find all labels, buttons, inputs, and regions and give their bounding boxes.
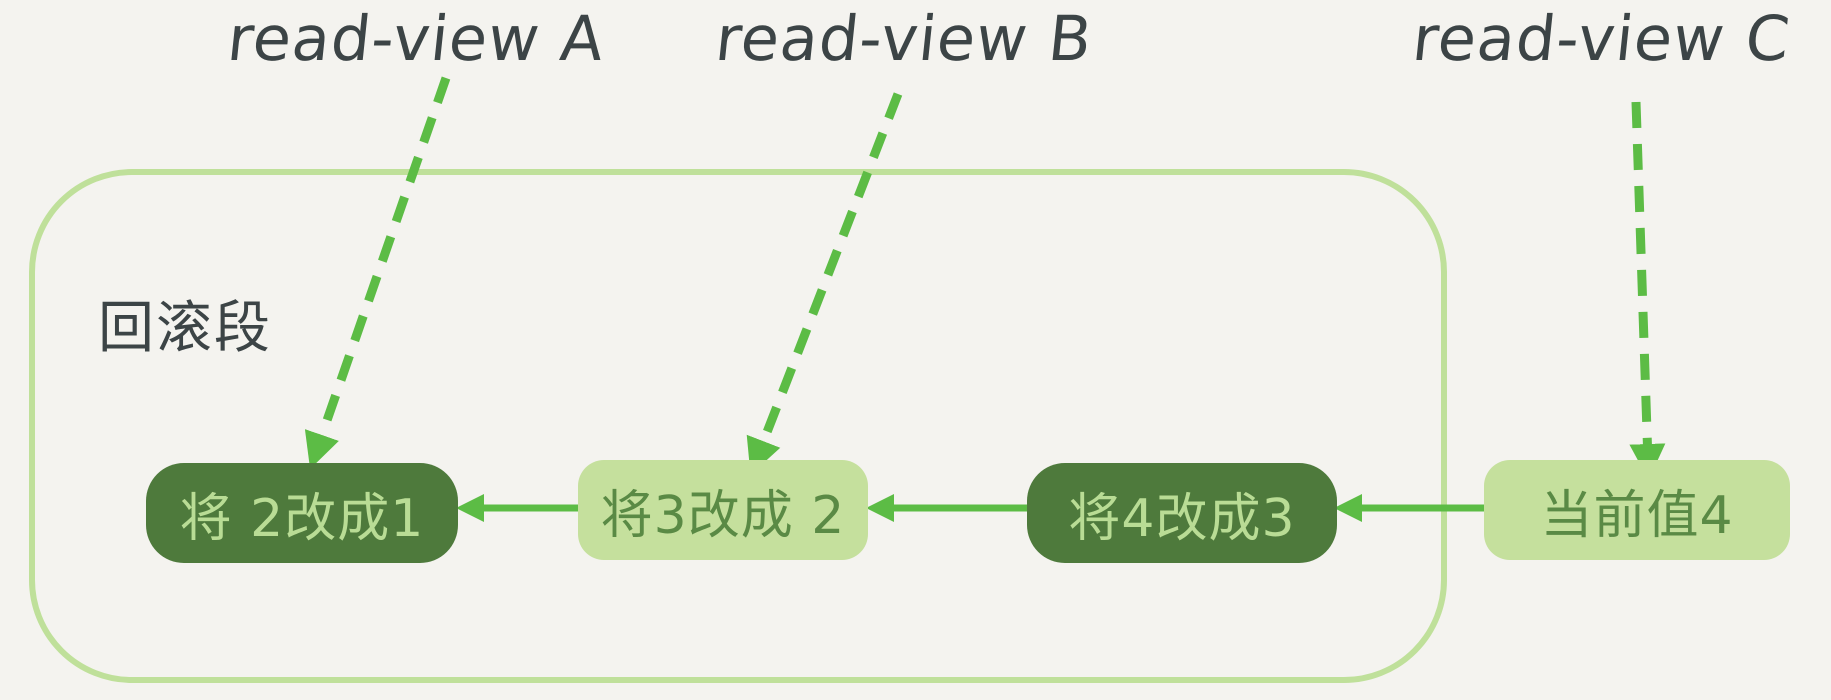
current-value-node: 当前值4 — [1484, 460, 1790, 560]
rollback-segment-boundary — [29, 169, 1447, 683]
version-node-3-to-2: 将3改成 2 — [578, 460, 868, 560]
read-view-b-pointer — [746, 92, 903, 475]
read-view-c-pointer — [1629, 101, 1666, 480]
read-view-a-pointer — [304, 76, 451, 470]
read-view-b-label: read-view B — [712, 2, 1097, 75]
version-node-4-to-3: 将4改成3 — [1027, 463, 1337, 563]
version-node-2-to-1: 将 2改成1 — [146, 463, 458, 563]
read-view-a-label: read-view A — [224, 2, 609, 75]
read-view-c-label: read-view C — [1409, 2, 1794, 75]
rollback-segment-label: 回滚段 — [98, 296, 272, 361]
